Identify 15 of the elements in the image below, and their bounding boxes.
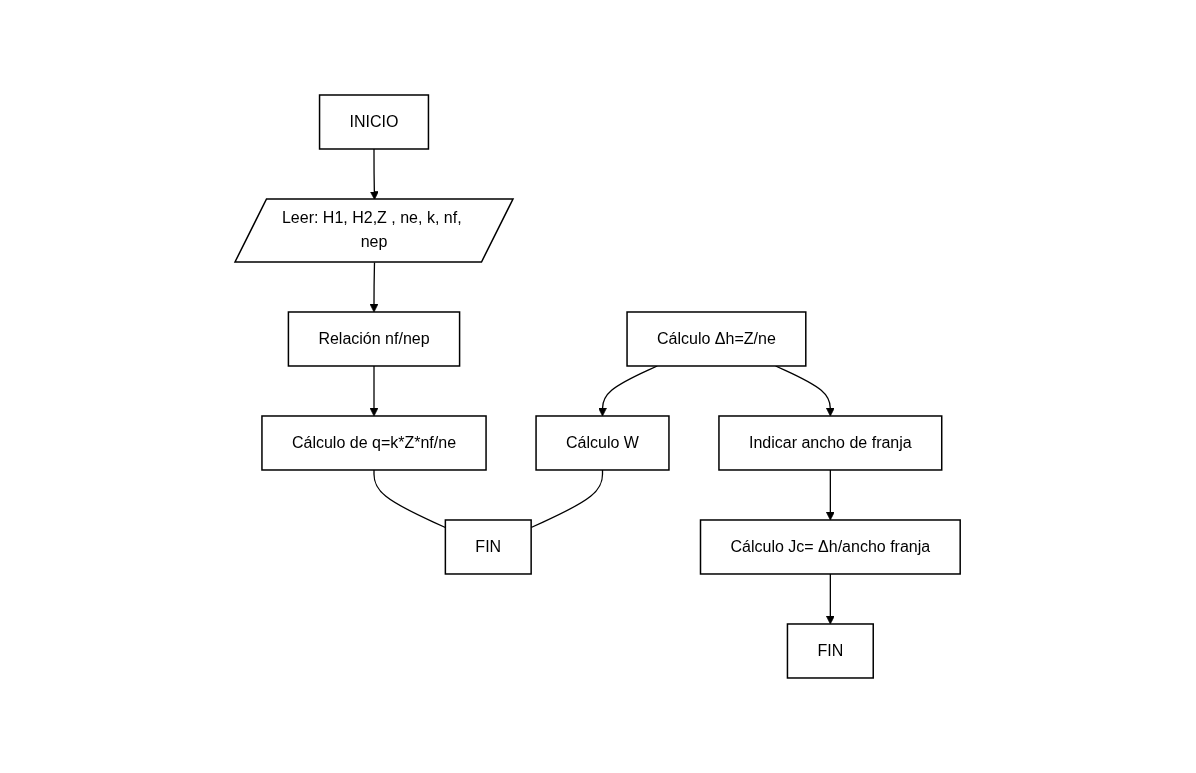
node-box: FIN	[787, 623, 875, 679]
arrow	[370, 365, 379, 417]
arrow	[598, 365, 659, 417]
node-box: Cálculo Jc= Δh/ancho franja	[700, 519, 962, 575]
node-box: Indicar ancho de franja	[718, 415, 943, 471]
node-box: Cálculo W	[535, 415, 671, 471]
node-box: Cálculo de q=k*Z*nf/ne	[261, 415, 488, 471]
arrow	[370, 148, 380, 200]
arrow	[826, 573, 836, 625]
node-box: Cálculo Δh=Z/ne	[626, 311, 807, 367]
arrow	[826, 469, 836, 521]
arrow	[775, 365, 836, 417]
node-box: Relación nf/nep	[288, 311, 461, 367]
node-box: FIN	[445, 519, 533, 575]
node-box: INICIO	[319, 94, 430, 150]
